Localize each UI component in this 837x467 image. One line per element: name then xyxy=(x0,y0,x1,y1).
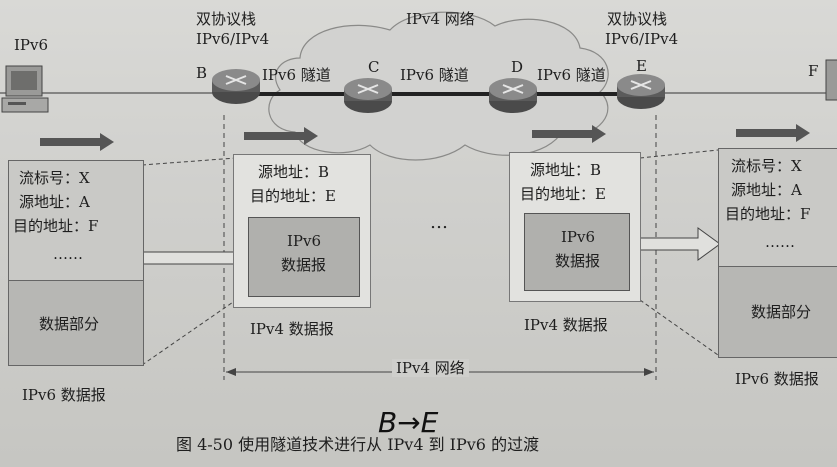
node-d-label: D xyxy=(511,58,524,76)
tunnel-label-3: IPv6 隧道 xyxy=(537,66,606,84)
ellipsis-field-right: …… xyxy=(765,233,795,251)
tunnel-label-2: IPv6 隧道 xyxy=(400,66,469,84)
ipv4-datagram-caption-1: IPv4 数据报 xyxy=(250,320,334,338)
inner-label-line1-2: IPv6 xyxy=(561,228,596,246)
direction-arrow-4 xyxy=(736,124,810,142)
destination-address-field: 目的地址：F xyxy=(13,217,99,235)
direction-arrow-1 xyxy=(40,133,114,151)
payload-label: 数据部分 xyxy=(39,315,100,333)
flow-label-field: 流标号：X xyxy=(19,169,90,187)
ipv6-payload-right: 数据部分 xyxy=(718,266,837,358)
ipv4-network-span-label: IPv4 网络 xyxy=(392,359,469,377)
ipv6-payload-left: 数据部分 xyxy=(8,280,144,366)
direction-arrow-2 xyxy=(244,127,318,145)
source-address-field: 源地址：A xyxy=(19,193,90,211)
computer-icon-right xyxy=(825,59,837,101)
dual-stack-right-label: 双协议栈 xyxy=(607,10,668,28)
flow-label-field-right: 流标号：X xyxy=(731,157,802,175)
node-e-label: E xyxy=(636,57,647,75)
dual-stack-left-sub: IPv6/IPv4 xyxy=(196,30,270,48)
forward-arrow-right xyxy=(627,227,721,261)
ipv4-datagram-caption-2: IPv4 数据报 xyxy=(524,316,608,334)
destination-address-field-right: 目的地址：F xyxy=(725,205,811,223)
handwritten-note: B→E xyxy=(378,406,439,439)
ipv6-datagram-caption-left: IPv6 数据报 xyxy=(22,386,106,404)
inner-label-line1: IPv6 xyxy=(287,232,322,250)
figure-caption: 图 4-50 使用隧道技术进行从 IPv4 到 IPv6 的过渡 xyxy=(176,435,540,454)
ipv6-packet-right: 流标号：X 源地址：A 目的地址：F …… xyxy=(718,148,837,268)
tunnel-source-field-2: 源地址：B xyxy=(530,161,602,179)
ipv4-packet-1: 源地址：B 目的地址：E IPv6 数据报 xyxy=(233,154,371,308)
router-d-icon xyxy=(489,78,537,113)
direction-arrow-3 xyxy=(532,125,606,143)
node-b-label: B xyxy=(196,64,208,82)
encapsulated-ipv6-datagram-2: IPv6 数据报 xyxy=(524,213,630,291)
tunnel-source-field: 源地址：B xyxy=(258,163,330,181)
ellipsis-field: …… xyxy=(53,245,83,263)
tunnel-destination-field-2: 目的地址：E xyxy=(520,185,606,203)
encapsulated-ipv6-datagram: IPv6 数据报 xyxy=(248,217,360,297)
computer-icon xyxy=(1,65,49,113)
router-c-icon xyxy=(344,78,392,113)
router-e-icon xyxy=(617,74,665,109)
dual-stack-left-label: 双协议栈 xyxy=(196,10,257,28)
ipv6-host-label: IPv6 xyxy=(14,36,49,54)
inner-label-line2-2: 数据报 xyxy=(555,252,601,270)
ellipsis-dots: … xyxy=(430,212,448,233)
tunnel-label-1: IPv6 隧道 xyxy=(262,66,331,84)
ipv4-packet-2: 源地址：B 目的地址：E IPv6 数据报 xyxy=(509,152,641,302)
tunnel-destination-field: 目的地址：E xyxy=(250,187,336,205)
payload-label-right: 数据部分 xyxy=(751,303,812,321)
router-b-icon xyxy=(212,69,260,104)
inner-label-line2: 数据报 xyxy=(281,256,327,274)
ipv6-datagram-caption-right: IPv6 数据报 xyxy=(735,370,819,388)
dual-stack-right-sub: IPv6/IPv4 xyxy=(605,30,679,48)
node-c-label: C xyxy=(368,58,380,76)
source-address-field-right: 源地址：A xyxy=(731,181,802,199)
ipv6-packet-left: 流标号：X 源地址：A 目的地址：F …… xyxy=(8,160,144,282)
node-f-label: F xyxy=(808,62,819,80)
ipv4-network-top-label: IPv4 网络 xyxy=(406,10,475,28)
